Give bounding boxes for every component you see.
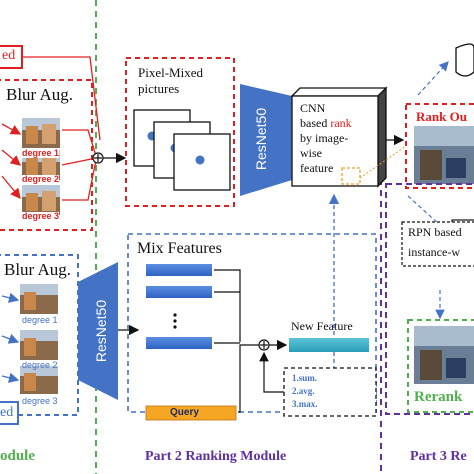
- resnet-bottom-trapezoid[interactable]: [78, 262, 118, 400]
- degree-1-top: degree 1: [22, 148, 60, 158]
- resnet-top-trapezoid[interactable]: [240, 84, 292, 196]
- thumbnail-bottom-3: [20, 366, 58, 394]
- thumbnail-top-1: [22, 118, 60, 148]
- degree-3-bottom: degree 3: [22, 396, 58, 406]
- red-arrow-3: [1, 175, 21, 200]
- red-tag: ed: [2, 48, 16, 63]
- blue-arrow-1: [1, 292, 20, 303]
- ops-list: 1.sum. 2.avg. 3.max.: [292, 372, 318, 411]
- rpn-line-2: instance-w: [408, 245, 460, 259]
- mix-features-title: Mix Features: [137, 240, 222, 257]
- blue-arrow-2: [1, 333, 20, 344]
- part3-label: Part 3 Re: [410, 449, 467, 464]
- query-label: Query: [170, 407, 199, 418]
- pixel-mixed-title: Pixel-Mixed: [138, 65, 203, 80]
- feature-bar-2: [146, 286, 212, 298]
- cnn-text-line-3: by image-: [300, 131, 349, 145]
- blur-aug-bottom-title: Blur Aug.: [4, 260, 72, 279]
- op-sum: 1.sum.: [292, 373, 318, 383]
- rerank-title: Rerank: [414, 389, 463, 405]
- ops-arrow: [259, 351, 284, 393]
- arrow-to-cylinder: [417, 61, 449, 96]
- part3-outer-box: [385, 183, 474, 415]
- resnet-bottom-label: ResNet50: [93, 299, 110, 363]
- resnet-top-label: ResNet50: [253, 107, 270, 171]
- blur-aug-top-title: Blur Aug.: [6, 85, 74, 104]
- cnn-text-line-5: feature: [300, 161, 334, 175]
- orange-dashed-link: [359, 145, 407, 179]
- pixel-mixed-stack: [133, 109, 231, 191]
- op-max: 3.max.: [292, 399, 318, 409]
- cnn-text-line-2: based rank: [300, 116, 352, 130]
- cnn-text: CNN based rank by image- wise feature: [300, 101, 352, 176]
- thumbnail-top-3: [22, 185, 60, 215]
- rank-word: rank: [330, 116, 352, 130]
- new-feature-label: New Feature: [291, 319, 353, 333]
- op-avg: 2.avg.: [292, 386, 315, 396]
- dots-ellipsis: [173, 313, 177, 329]
- degree-1-bottom: degree 1: [22, 315, 58, 325]
- feature-bar-3: [146, 337, 212, 349]
- part3-cnn-label: C: [462, 229, 473, 246]
- mix-features-box: [127, 233, 377, 413]
- mix-merge-lines: [214, 269, 259, 413]
- thumbnail-bottom-1: [20, 284, 58, 314]
- cnn-feature-block: [290, 86, 388, 188]
- rerank-box: [407, 319, 474, 413]
- rank-out-photo: [414, 126, 474, 184]
- feature-bar-1: [146, 264, 212, 276]
- blue-tag-box: [0, 401, 19, 425]
- degree-3-top: degree 3: [22, 211, 60, 221]
- part3-cylinder: [455, 43, 474, 77]
- cnn-text-line-1: CNN: [300, 101, 326, 115]
- rank-out-title: Rank Ou: [416, 109, 467, 124]
- blue-arrow-3: [1, 372, 20, 383]
- part2-label: Part 2 Ranking Module: [145, 449, 287, 464]
- blue-tag: ed: [0, 405, 14, 420]
- pixel-mixed-box: [125, 57, 235, 207]
- degree-2-top: degree 2: [22, 174, 60, 184]
- part1-label: odule: [0, 448, 36, 464]
- rerank-photo: [414, 326, 474, 384]
- new-feature-bar: [289, 338, 369, 352]
- red-arrow-1: [1, 123, 22, 135]
- rank-out-box: [405, 103, 474, 189]
- thumbnail-bottom-2: [20, 330, 58, 360]
- degree-2-bottom: degree 2: [22, 360, 58, 370]
- query-bar[interactable]: [145, 405, 237, 421]
- blur-aug-top-box: [0, 79, 93, 231]
- red-merge-lines: [61, 129, 97, 201]
- pixel-mixed-subtitle: pictures: [138, 81, 180, 96]
- red-feedback-line: [22, 56, 101, 141]
- cnn-text-line-4: wise: [300, 146, 322, 160]
- rpn-line-1: RPN based: [408, 225, 462, 239]
- red-arrow-2: [1, 149, 21, 166]
